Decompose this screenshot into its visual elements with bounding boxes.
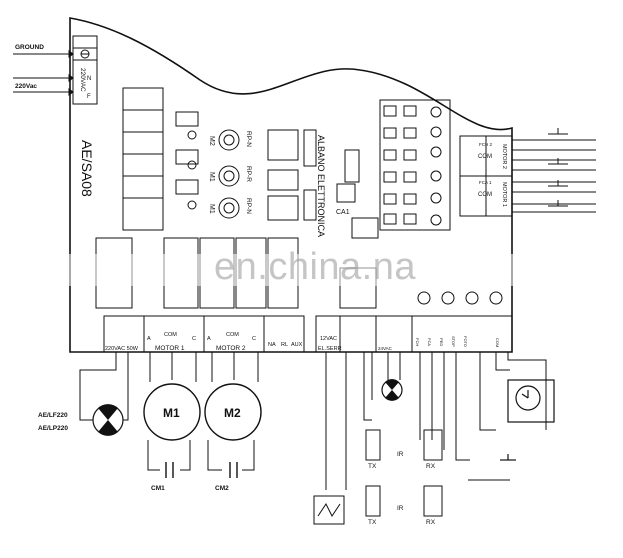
capacitor-cm1-label: CM1: [151, 485, 165, 492]
watermark-text: en.china.na: [214, 246, 416, 288]
board-model-label: AE/SA08: [79, 140, 95, 197]
timer-clock: [507, 379, 555, 423]
block-com-2: COM: [478, 192, 492, 198]
block-com-1: COM: [478, 154, 492, 160]
trim-rpn2-label: RP-N: [245, 198, 252, 214]
warning-light: [381, 379, 403, 401]
trim-m2-label: M2: [208, 136, 215, 146]
block-fca1: FCA 1: [479, 180, 492, 185]
motor-m1-label: M1: [163, 406, 180, 420]
aux-na-label: NA: [268, 342, 276, 348]
motor1-pin-com: COM: [164, 332, 177, 338]
bottom-terminal-strip: [103, 315, 513, 353]
photocell-tx-2: TX: [368, 519, 377, 526]
block-motor2: MOTOR 2: [501, 144, 507, 169]
aux-label: AUX: [291, 342, 303, 348]
motor1-pin-a: A: [147, 336, 151, 342]
motor2-pin-a: A: [207, 336, 211, 342]
terminal-f-label: F: [87, 94, 91, 100]
motor-m1: [143, 383, 201, 441]
supply-label: 220Vac: [15, 83, 37, 90]
flasher-lamp: [92, 404, 124, 436]
motor-m2: [204, 383, 262, 441]
ground-label: GROUND: [15, 44, 44, 51]
trim-rpr-label: RP-R: [245, 166, 252, 182]
photocell-rx-2: RX: [426, 519, 436, 526]
terminal-24vac: 24VAC: [378, 346, 393, 351]
flasher-model-1: AE/LF220: [38, 412, 68, 419]
flasher-model-2: AE/LP220: [38, 425, 68, 432]
lamp-output-label: 220VAC 50W: [105, 346, 139, 352]
motor2-pin-c: C: [252, 336, 256, 342]
electric-lock: [313, 495, 345, 525]
manufacturer-label: ALBANO ELETTRONICA: [316, 135, 326, 237]
capacitors: [165, 462, 238, 478]
trim-rpn-label: RP-N: [245, 131, 252, 147]
block-fch2: FCH 2: [479, 142, 492, 147]
fuse-column: [122, 87, 164, 231]
limit-switch-block: [459, 135, 513, 217]
terminal-com: COM: [495, 338, 500, 347]
lock-power-label: 12VAC: [320, 336, 337, 342]
watermark-band: [0, 254, 623, 286]
motor-m2-label: M2: [224, 406, 241, 420]
trim-m1b-label: M1: [208, 204, 215, 214]
photocell-rx-1: RX: [426, 463, 436, 470]
terminal-fch: FCH: [415, 338, 420, 346]
terminal-ped: PED: [439, 338, 444, 346]
push-button: [500, 454, 516, 461]
control-board: [69, 17, 513, 353]
motor2-pin-com: COM: [226, 332, 239, 338]
lock-label: EL.SERR: [318, 346, 342, 352]
terminal-foto: FOTO: [463, 336, 468, 347]
terminal-fca: FCA: [427, 338, 432, 346]
capacitor-cm2-label: CM2: [215, 485, 229, 492]
block-motor1: MOTOR 1: [501, 182, 507, 207]
capacitor-ca1-label: CA1: [336, 209, 350, 216]
trimmer-group: [175, 111, 240, 219]
photocell-tx-1: TX: [368, 463, 377, 470]
motor1-terminal-label: MOTOR 1: [155, 345, 185, 352]
power-terminal-block: [13, 35, 98, 105]
photocell-ir-2: IR: [397, 505, 404, 512]
component-grid: [379, 99, 451, 231]
aux-rl-label: RL: [281, 342, 288, 348]
trim-m1a-label: M1: [208, 172, 215, 182]
terminal-stop: STOP: [451, 336, 456, 347]
motor2-terminal-label: MOTOR 2: [216, 345, 246, 352]
motor1-pin-c: C: [192, 336, 196, 342]
limit-switches: [512, 128, 596, 213]
photocell-ir-1: IR: [397, 451, 404, 458]
terminal-n-label: N: [87, 76, 91, 82]
external-wiring: [79, 352, 547, 490]
relay-group: [267, 129, 379, 239]
terminal-voltage-label: 220VAC: [79, 68, 86, 92]
photocells: [365, 429, 443, 517]
